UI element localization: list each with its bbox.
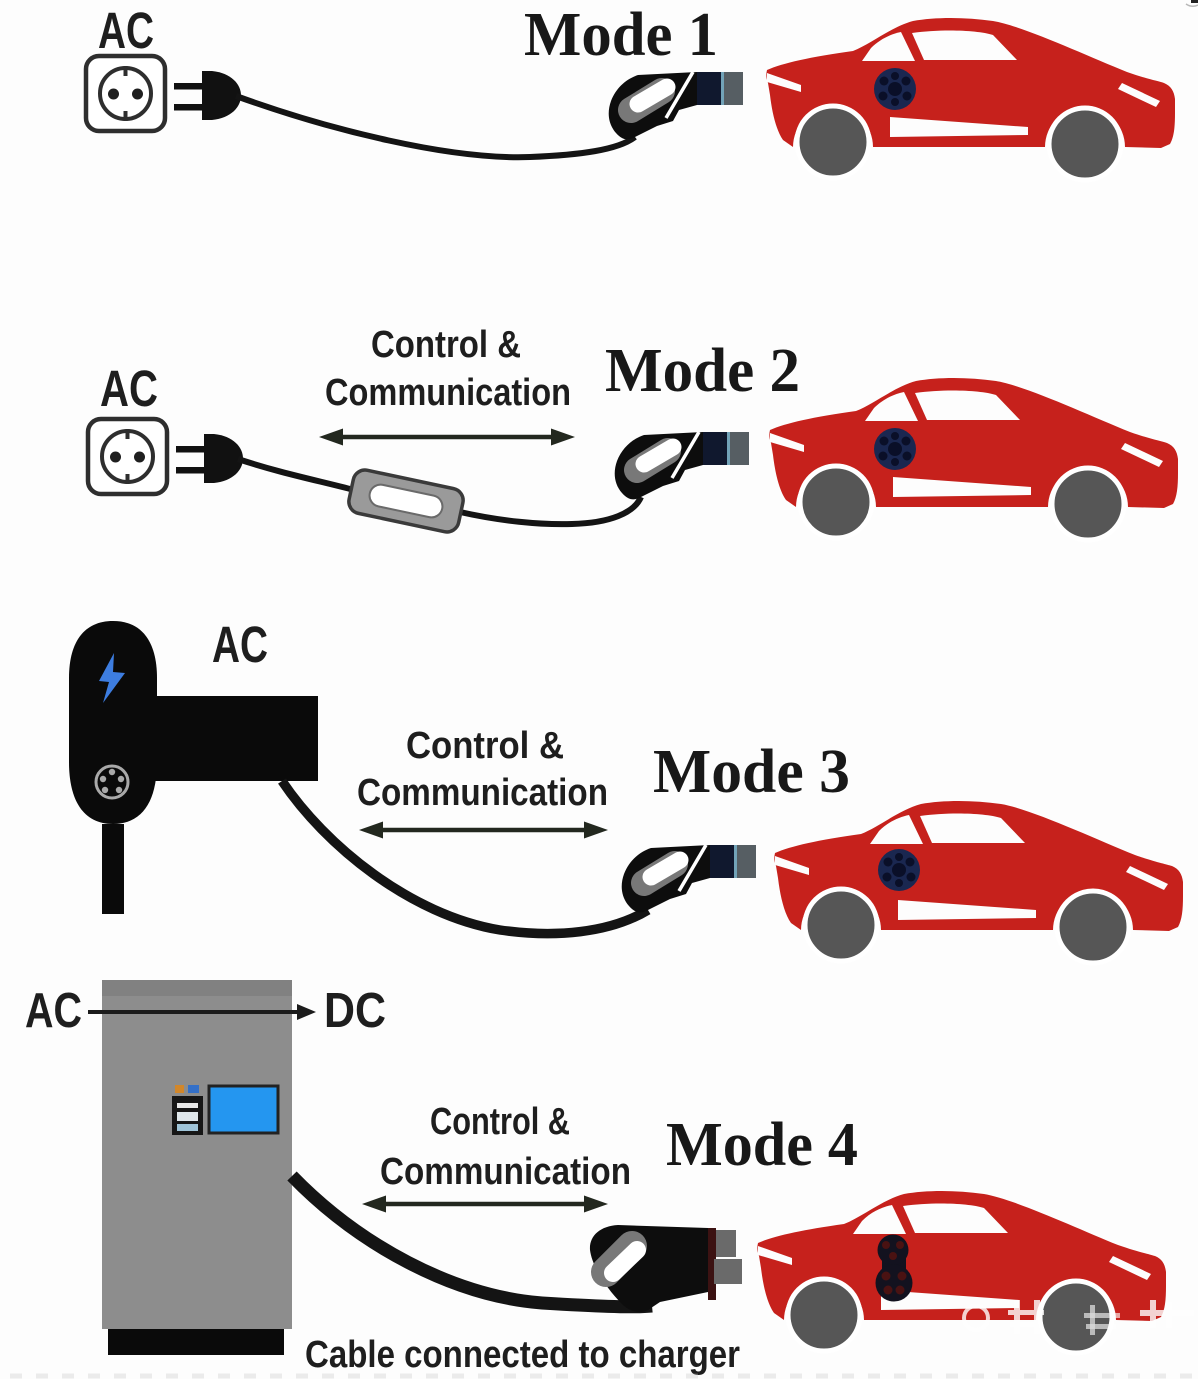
svg-text:Control &: Control & (371, 324, 521, 366)
svg-text:AC: AC (98, 2, 154, 59)
svg-text:Mode 2: Mode 2 (605, 337, 800, 405)
svg-text:Communication: Communication (380, 1151, 631, 1193)
svg-text:AC: AC (100, 360, 158, 417)
svg-text:Communication: Communication (357, 772, 608, 814)
svg-text:Mode 4: Mode 4 (666, 1111, 858, 1179)
svg-text:Cable connected to charger: Cable connected to charger (305, 1334, 740, 1376)
svg-text:Control &: Control & (406, 725, 564, 767)
svg-text:AC: AC (212, 616, 268, 673)
svg-text:Communication: Communication (325, 372, 571, 414)
svg-text:Mode 3: Mode 3 (653, 738, 850, 806)
svg-text:Mode 1: Mode 1 (524, 1, 718, 69)
svg-text:AC: AC (25, 984, 82, 1038)
svg-text:DC: DC (324, 984, 386, 1038)
svg-text:Control &: Control & (430, 1101, 570, 1143)
